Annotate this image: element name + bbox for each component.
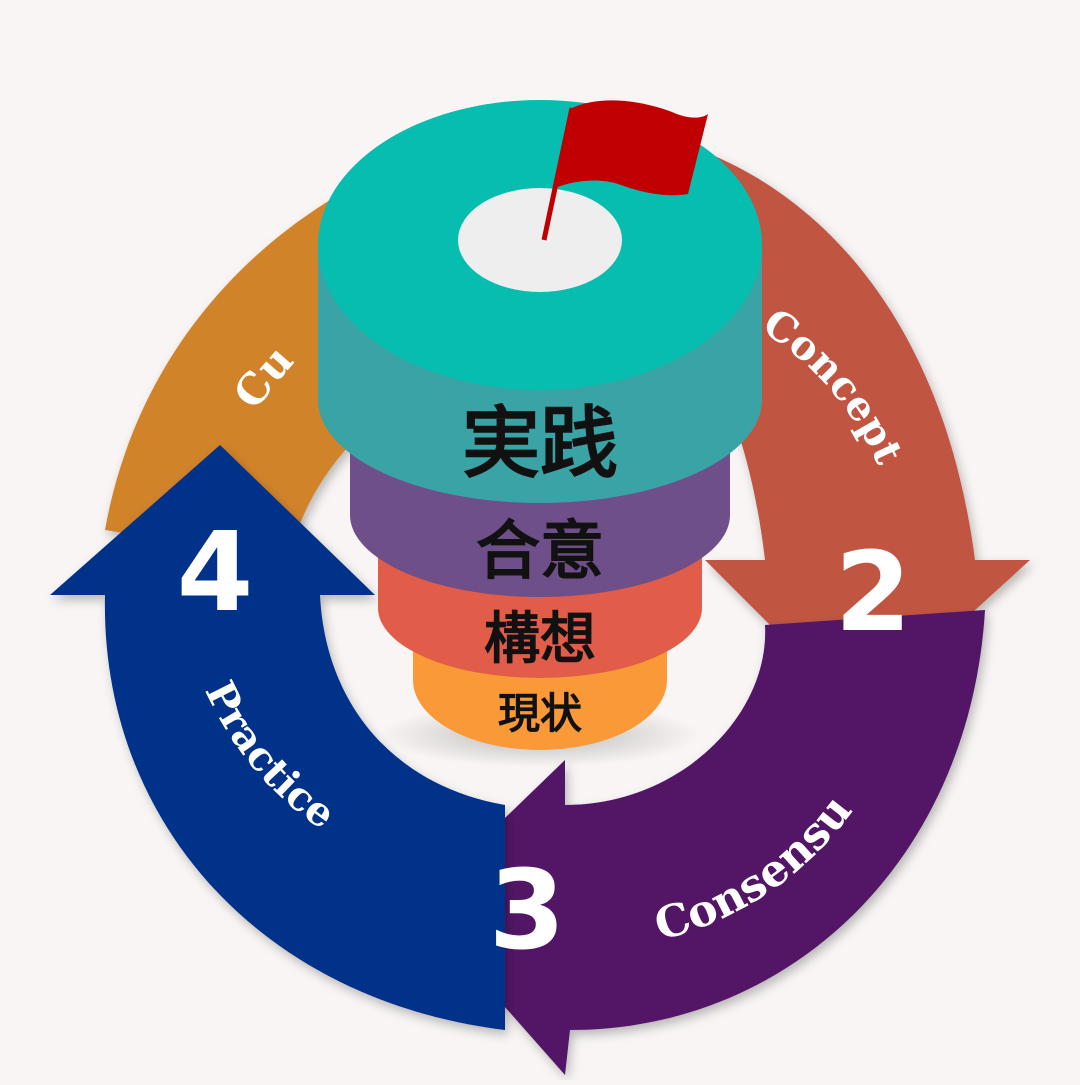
step-number-3: 3 [489, 846, 566, 974]
tier-label-koso: 構想 [484, 607, 596, 672]
step-number-4: 4 [177, 508, 254, 636]
step-number-2: 2 [835, 528, 912, 656]
cycle-arrow-practice [50, 445, 505, 1030]
cycle-arrow-consensus [415, 610, 985, 1075]
goal-hole [458, 188, 622, 292]
tier-label-genjo: 現状 [498, 689, 583, 738]
cycle-arrow-concept [690, 150, 1030, 715]
flag-icon [555, 100, 708, 196]
tier-label-goi: 合意 [476, 515, 604, 589]
tier-stack [318, 100, 762, 750]
tier-label-jissen: 実践 [462, 399, 618, 489]
